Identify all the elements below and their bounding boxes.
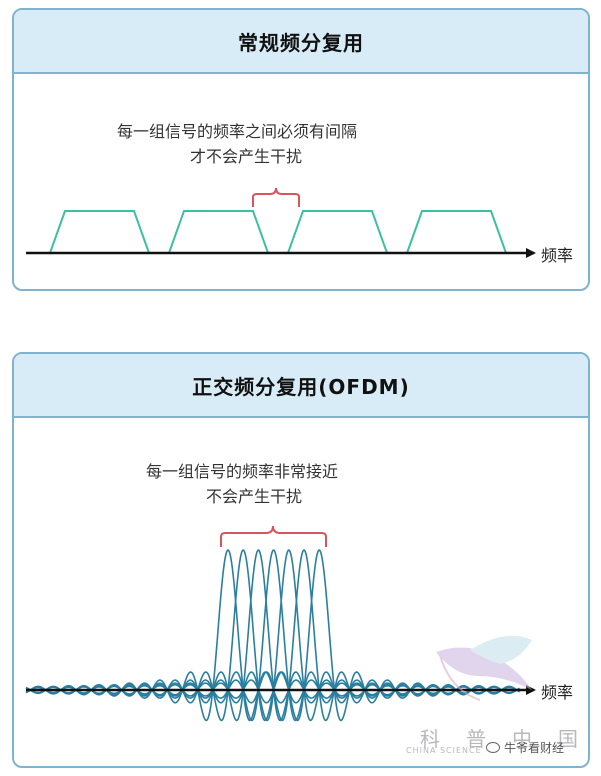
conventional-fdm-title: 常规频分复用 [238, 30, 364, 55]
watermark-logo [436, 635, 532, 701]
carrier-band-3 [287, 210, 388, 254]
conventional-caption-line2: 才不会产生干扰 [190, 147, 303, 166]
conventional-caption-line1: 每一组信号的频率之间必须有间隔 [117, 122, 358, 141]
conventional-fdm-panel: 常规频分复用 [12, 8, 590, 291]
source-tag: 牛爷看财经 [486, 739, 564, 756]
subcarrier-wave-6 [25, 549, 520, 722]
ofdm-subcarriers [25, 549, 521, 722]
ofdm-caption-line2: 不会产生干扰 [206, 487, 303, 506]
chat-bubble-icon [486, 742, 500, 753]
conventional-fdm-header: 常规频分复用 [14, 10, 588, 74]
ofdm-caption-line1: 每一组信号的频率非常接近 [146, 462, 339, 481]
ofdm-spacing-bracket [220, 525, 327, 547]
conventional-frequency-label: 频率 [541, 246, 574, 265]
conventional-carriers [49, 210, 507, 254]
ofdm-header: 正交频分复用(OFDM) [14, 354, 588, 418]
watermark-subtext: CHINA SCIENCE [406, 746, 482, 755]
carrier-band-1 [49, 210, 150, 254]
carrier-band-2 [168, 210, 269, 254]
ofdm-title: 正交频分复用(OFDM) [192, 374, 410, 399]
ofdm-frequency-label: 频率 [541, 683, 574, 702]
carrier-band-4 [406, 210, 507, 254]
conventional-gap-bracket [252, 187, 300, 207]
source-tag-text: 牛爷看财经 [504, 741, 565, 755]
